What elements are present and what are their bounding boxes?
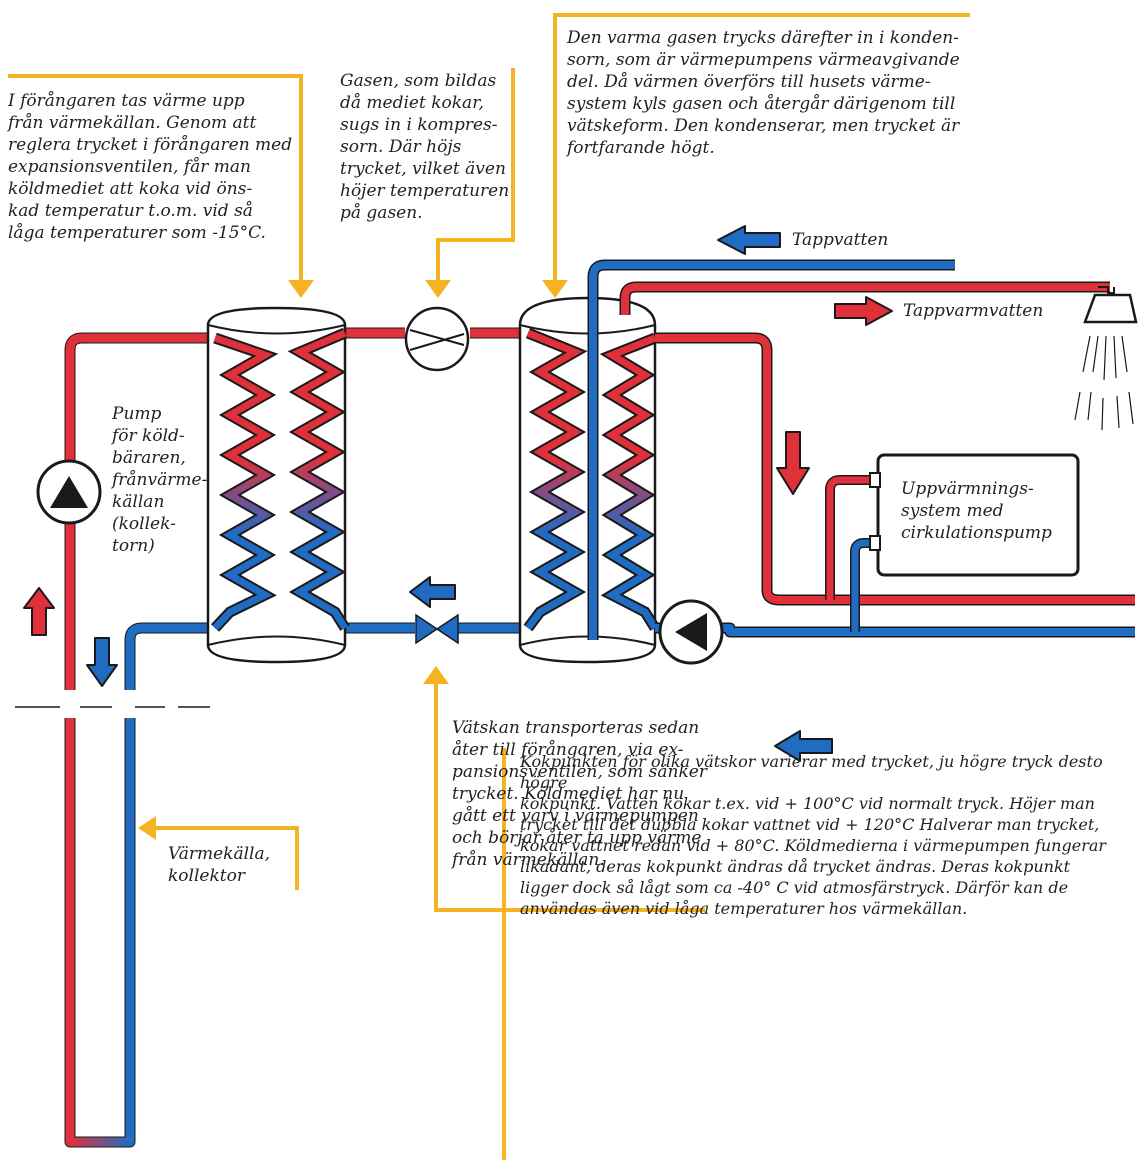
heating-down-arrow [776, 431, 810, 495]
expansion-callout-line [434, 678, 705, 912]
evaporator-callout-line [8, 74, 303, 285]
expansion-note: Vätskan transporteras sedan åter till fö… [452, 718, 707, 870]
compressor-callout-line [436, 68, 515, 285]
tap-water-label: Tappvatten [792, 230, 889, 250]
hot-tap-water-pipe [621, 283, 1110, 315]
radiator-return-branch [851, 539, 878, 632]
collector-pump-label: Pump för köld- bäraren, frånvärme- källa… [112, 404, 208, 556]
compressor [404, 306, 470, 372]
compressor-callout-arrowhead [425, 280, 451, 298]
evaporator-note: I förångaren tas värme upp från värmekäl… [8, 91, 293, 243]
collector-pump-triangle-icon [50, 476, 88, 508]
heat-source-callout-line [150, 826, 299, 890]
shower-spray [1074, 335, 1134, 431]
collector-supply-pipe [65, 333, 215, 690]
condenser-note: Den varma gasen trycks därefter in i kon… [567, 28, 960, 158]
collector-well-pipe [65, 718, 135, 1147]
collector-return-pipe [125, 623, 215, 690]
cold-tap-water-pipe [589, 261, 955, 640]
heating-system-label: Uppvärmnings- system med cirkulationspum… [901, 479, 1052, 543]
house-water-pipes [587, 259, 1135, 640]
evaporator-tank [206, 306, 350, 664]
heating-return-pipe [655, 624, 1135, 636]
collector-down-arrow [86, 637, 118, 687]
flow-arrows [23, 225, 893, 762]
refrigerant-lines [345, 327, 528, 634]
heating-connector-bottom [869, 535, 881, 551]
heating-system-box [876, 453, 1080, 577]
heating-supply-pipe [655, 334, 1135, 604]
heating-pump-triangle-icon [675, 613, 707, 651]
callout-arrowheads [138, 280, 568, 840]
collector-up-arrow [23, 587, 55, 636]
hot-tap-water-arrow [834, 296, 893, 326]
expansion-callout-arrowhead [423, 666, 449, 684]
hot-tap-water-label: Tappvarmvatten [903, 301, 1044, 321]
callout-leaders [8, 13, 970, 1160]
boiling-point-note: Kokpunkten för olika vätskor varierar me… [520, 752, 1107, 918]
compressor-note: Gasen, som bildas då mediet kokar, sugs … [340, 71, 510, 223]
radiator-supply-branch [826, 476, 878, 600]
heating-connector-top [869, 472, 881, 488]
collector-loop [64, 332, 215, 1148]
condenser-callout-line [553, 13, 970, 285]
condenser-callout-arrowhead [542, 280, 568, 298]
expansion-valve [415, 613, 459, 645]
heating-circulation-pump [658, 599, 724, 665]
heat-source-label: Värmekälla, kollektor [168, 844, 271, 886]
return-left-arrow [774, 730, 833, 762]
evaporator-callout-arrowhead [288, 280, 314, 298]
shower-head [1074, 286, 1138, 431]
tap-water-arrow [717, 225, 781, 255]
heat-source-callout-arrowhead [138, 816, 156, 840]
collector-pump [36, 459, 102, 525]
expansion-left-arrow [409, 576, 456, 608]
